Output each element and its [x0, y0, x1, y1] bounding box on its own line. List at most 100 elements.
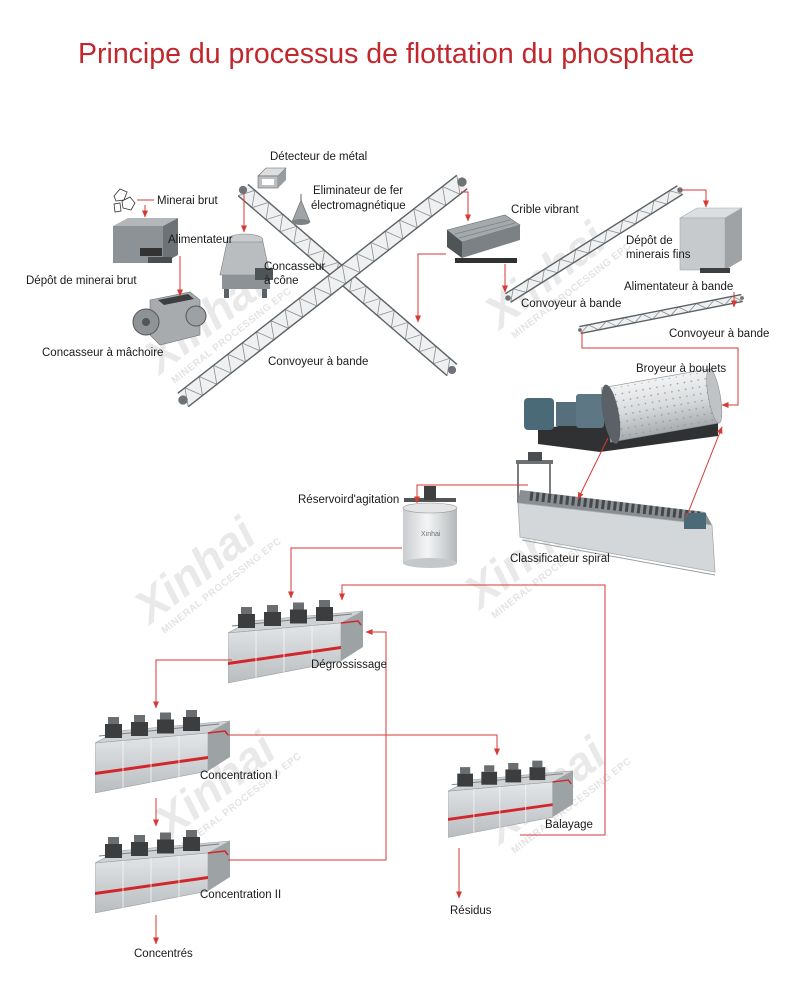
label-ball-mill: Broyeur à boulets: [636, 363, 726, 375]
label-tailings: Résidus: [450, 905, 492, 917]
jaw-crusher-mouth: [158, 294, 194, 305]
fine-bin-front: [679, 217, 726, 271]
iron-remover: [291, 194, 311, 225]
truss-body: [579, 294, 743, 334]
conveyor-tail-pulley: [505, 295, 511, 301]
conveyor-tail-pulley: [238, 185, 248, 195]
label-fine-ore-bin-line-2: minerais fins: [626, 249, 691, 261]
flow-tank-to-roughing: [288, 547, 402, 599]
fine-ore-bin: [678, 207, 744, 273]
label-metal-detector: Détecteur de métal: [270, 151, 367, 163]
diagram-title: Principe du processus de flottation du p…: [78, 38, 694, 70]
ball-mill: [524, 368, 723, 452]
jaw-crusher: [132, 291, 207, 346]
truss-rail: [504, 185, 678, 295]
truss-rail: [510, 193, 684, 303]
classifier-lift-motor: [528, 452, 542, 461]
spiral-classifier: [516, 452, 716, 576]
fine-bin-discharge: [700, 268, 730, 273]
cone-crusher-motor: [255, 268, 273, 280]
remover-body: [291, 199, 311, 223]
label-scavenging: Balayage: [545, 819, 593, 831]
classifier-spiral: [529, 491, 701, 521]
mill-end-cap: [706, 368, 723, 424]
raw-ore-bin: [113, 218, 178, 263]
label-roughing: Dégrossissage: [311, 659, 387, 671]
tank-brand-logo: Xinhai: [421, 531, 441, 538]
tank-top: [402, 502, 458, 514]
label-feeder: Alimentateur: [168, 234, 233, 246]
bin-feeder: [148, 257, 172, 263]
cone-crusher-leg: [224, 289, 229, 298]
flow-mill-to-classifier: [577, 437, 609, 500]
classifier-frame-beam: [516, 460, 553, 464]
label-raw-ore-bin: Dépôt de minerai brut: [26, 275, 137, 287]
screen-side: [462, 225, 520, 258]
flow-classifier-sand-return: [685, 426, 723, 519]
truss-rail: [177, 174, 458, 394]
truss-rail: [187, 188, 468, 408]
screen-front: [447, 230, 462, 258]
conveyor-head-pulley: [740, 296, 744, 300]
label-iron-remover-line-1: Eliminateur de fer: [313, 185, 403, 197]
classifier-trough-side: [517, 502, 716, 573]
flow-classifier-overflow-to-tank: [414, 484, 528, 504]
truss-brace: [184, 175, 461, 407]
label-cleaning-2: Concentration II: [200, 889, 281, 901]
rock: [113, 188, 128, 202]
fine-bin-side: [725, 208, 742, 270]
mill-motor: [524, 398, 554, 430]
screen-base: [455, 258, 517, 263]
conveyor-head-pulley: [677, 187, 683, 193]
truss-rail: [579, 293, 742, 328]
label-fine-ore-bin-line-1: Dépôt de: [626, 235, 673, 247]
classifier-ground: [521, 539, 716, 576]
cone-crusher-leg: [262, 289, 267, 298]
classifier-drive-motor: [684, 513, 706, 529]
conveyor-head-pulley: [457, 177, 467, 187]
flow-conveyor-to-ball-mill: [581, 332, 739, 408]
flow-screen-oversize: [415, 253, 446, 323]
tank-motor: [424, 486, 436, 500]
bin-front: [113, 226, 163, 263]
label-conveyor-3: Convoyeur à bande: [521, 298, 621, 310]
bin-discharge: [140, 248, 162, 256]
truss-rail: [580, 300, 743, 335]
label-cleaning-1: Concentration I: [200, 770, 278, 782]
vibrating-screen: [446, 214, 521, 263]
label-main-conveyor: Convoyeur à bande: [268, 356, 368, 368]
flow-conveyor-to-fine-bin: [681, 189, 709, 208]
conveyor-head-pulley: [447, 365, 457, 375]
jaw-crusher-body: [149, 291, 201, 346]
label-jaw-crusher: Concasseur à mâchoire: [42, 347, 163, 359]
jaw-crusher-flywheel: [185, 305, 207, 327]
bin-top: [113, 218, 178, 226]
conveyor-main-ascending: [177, 174, 468, 408]
label-cone-crusher-line-2: à cône: [264, 275, 299, 287]
flow-scavenging-to-roughing: [339, 584, 606, 836]
mill-liner-bolts: [608, 371, 716, 439]
label-concentrate: Concentrés: [134, 948, 193, 960]
tank-body: [403, 508, 457, 563]
rock: [121, 196, 136, 211]
mill-ring-gear: [601, 384, 621, 444]
flow-conveyor-to-screen: [461, 191, 471, 222]
flow-lines: [137, 189, 739, 945]
conveyor-tail-pulley: [178, 395, 188, 405]
label-iron-remover-line-2: électromagnétique: [311, 200, 406, 212]
label-belt-feeder: Alimentateur à bande: [624, 281, 733, 293]
labels: Détecteur de métal Minerai brut Eliminat…: [26, 151, 769, 960]
label-conveyor-4: Convoyeur à bande: [669, 328, 769, 340]
detector-window: [262, 179, 274, 185]
conveyor-tail-pulley: [578, 328, 582, 332]
conveyor-to-ball-mill: [578, 293, 744, 335]
truss-body: [505, 185, 683, 303]
bin-side: [163, 218, 178, 263]
rock: [113, 202, 122, 213]
mill-shell: [600, 368, 723, 444]
mill-reducer: [556, 402, 576, 426]
raw-ore-icon: [113, 188, 136, 213]
label-cone-crusher-line-1: Concasseur: [264, 261, 326, 273]
metal-detector: [257, 167, 287, 189]
